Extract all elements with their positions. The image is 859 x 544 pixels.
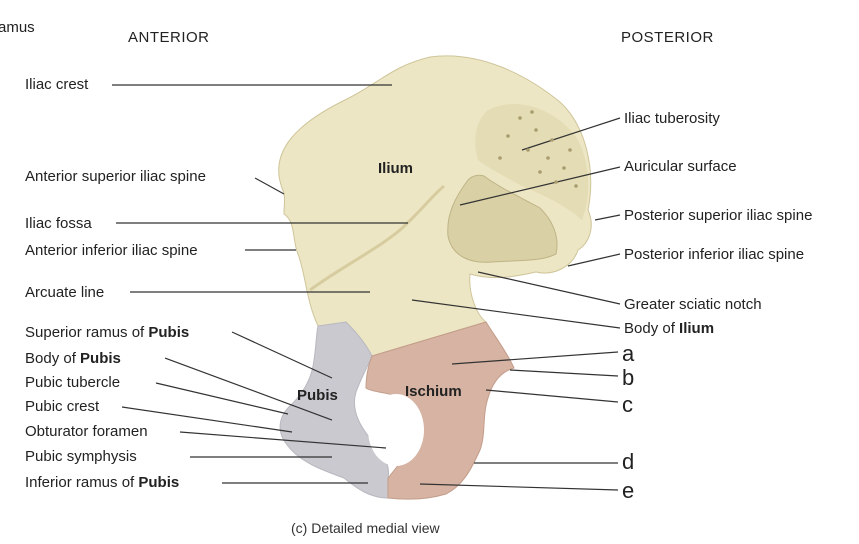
label-body-of-ilium: Body of Ilium [624,320,714,337]
label-anterior-superior-iliac-spine: Anterior superior iliac spine [25,168,206,185]
tuberosity-dot [538,170,542,174]
region-ischium: Ischium [405,383,462,400]
arcuate-ridge [309,184,445,292]
label-posterior-inferior-iliac-spine: Posterior inferior iliac spine [624,246,805,263]
label-pubic-tubercle: Pubic tubercle [25,374,121,391]
figure-caption: (c) Detailed medial view [291,520,440,536]
leader-pubic-tubercle [155,382,289,415]
leader-psis [594,214,621,221]
iliac-tuberosity-shape [475,103,589,220]
label-posterior-superior-iliac-spine: Posterior superior iliac spine [624,207,813,224]
auricular-surface-shape [447,174,558,263]
cut-off-text: amus [0,19,35,36]
leader-pubic-crest [121,406,293,433]
label-prefix: Body of [624,320,680,337]
ilium-shape [278,55,592,357]
tuberosity-dot [546,156,550,160]
leader-body-ilium [411,299,621,329]
tuberosity-dot [534,128,538,132]
label-iliac-crest: Iliac crest [25,76,89,93]
leader-piis [567,253,621,267]
label-iliac-tuberosity: Iliac tuberosity [624,110,720,127]
letter-a: a [622,341,635,366]
letter-e: e [622,478,635,503]
region-pubis: Pubis [297,387,338,404]
label-obturator-foramen: Obturator foramen [25,423,148,440]
label-prefix: Inferior ramus of [25,474,139,491]
anterior-heading: ANTERIOR [128,29,210,46]
label-auricular-surface: Auricular surface [624,158,737,175]
label-prefix: Body of [25,350,81,367]
label-prefix: Superior ramus of [25,324,149,341]
label-bold: Pubis [148,324,190,341]
tuberosity-dot [498,156,502,160]
region-ilium: Ilium [378,160,414,177]
label-bold: Pubis [80,350,121,367]
tuberosity-dot [574,184,578,188]
leader-a [451,351,619,365]
label-pubic-symphysis: Pubic symphysis [25,448,137,465]
letter-c: c [622,392,633,417]
tuberosity-dot [562,166,566,170]
tuberosity-dot [506,134,510,138]
label-inferior-ramus-of-pubis: Inferior ramus of Pubis [25,474,179,491]
leader-greater-sciatic-notch [477,271,621,305]
tuberosity-dot [568,148,572,152]
tuberosity-texture [498,110,578,188]
label-bold: Ilium [679,320,715,337]
tuberosity-dot [554,180,558,184]
leader-auricular-surface [459,166,621,206]
obturator-foramen-shape [368,394,424,466]
leader-superior-ramus [231,331,333,379]
leader-obturator-foramen [179,431,387,449]
tuberosity-dot [550,138,554,142]
label-iliac-fossa: Iliac fossa [25,215,92,232]
ischium-shape [365,321,515,500]
label-arcuate-line: Arcuate line [25,284,105,301]
label-pubic-crest: Pubic crest [25,398,100,415]
leader-lines [112,84,621,491]
label-anterior-inferior-iliac-spine: Anterior inferior iliac spine [25,242,198,259]
leader-iliac-tuberosity [521,117,621,151]
tuberosity-dot [530,110,534,114]
label-superior-ramus-of-pubis: Superior ramus of Pubis [25,324,189,341]
posterior-heading: POSTERIOR [621,29,714,46]
label-body-of-pubis: Body of Pubis [25,350,121,367]
tuberosity-dot [526,148,530,152]
leader-asis [254,177,285,195]
label-bold: Pubis [138,474,180,491]
leader-body-pubis [164,357,333,421]
letter-d: d [622,449,635,474]
leader-e [419,483,619,491]
leader-b [509,369,619,377]
leader-c [485,389,619,403]
tuberosity-dot [518,116,522,120]
pubis-shape [279,321,389,499]
letter-b: b [622,365,635,390]
label-greater-sciatic-notch: Greater sciatic notch [624,296,762,313]
